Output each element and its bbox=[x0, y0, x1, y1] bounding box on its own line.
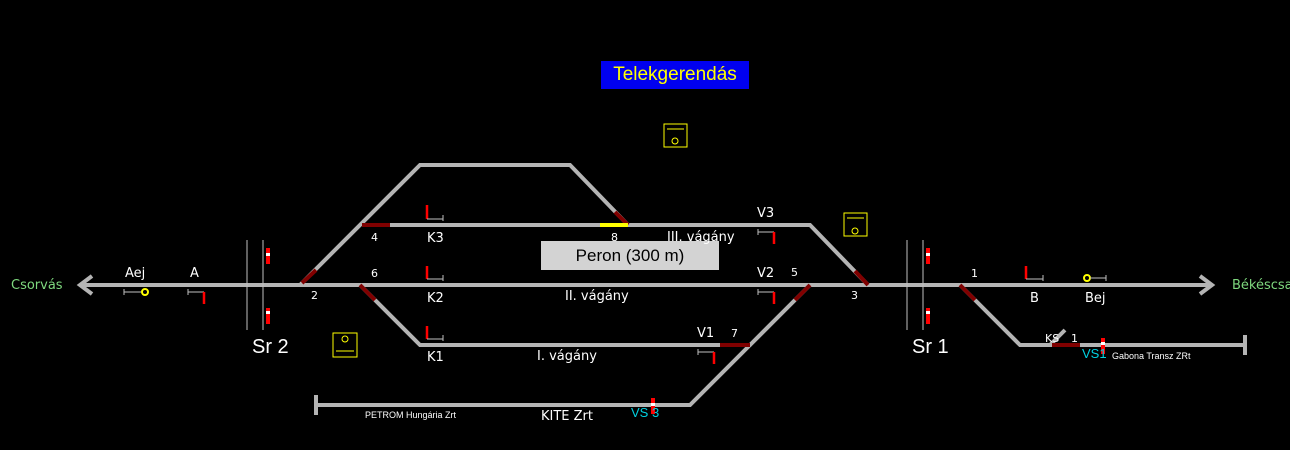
level-crossing-icon[interactable] bbox=[332, 332, 358, 358]
signal-b-icon[interactable] bbox=[1024, 266, 1044, 281]
switch-5[interactable] bbox=[793, 283, 812, 302]
signal-v3-icon[interactable] bbox=[757, 229, 776, 244]
label-track-1: I. vágány bbox=[537, 349, 597, 364]
switch-2[interactable] bbox=[300, 268, 318, 285]
signal-bej-icon[interactable] bbox=[1083, 274, 1107, 282]
track-1[interactable] bbox=[358, 283, 812, 347]
destination-right: Békéscsaba bbox=[1232, 278, 1290, 293]
track-3[interactable] bbox=[362, 223, 870, 287]
label-switch-3: 3 bbox=[851, 289, 858, 302]
signal-vs1-icon[interactable] bbox=[1101, 338, 1105, 354]
label-gabona: Gabona Transz ZRt bbox=[1112, 351, 1191, 361]
label-track-2: II. vágány bbox=[565, 289, 629, 304]
label-switch-1: 1 bbox=[971, 267, 978, 280]
derailer bbox=[1048, 328, 1067, 347]
destination-left: Csorvás bbox=[11, 278, 63, 293]
switch-1[interactable] bbox=[958, 283, 977, 302]
signal-k1-icon[interactable] bbox=[425, 326, 444, 341]
switch-6[interactable] bbox=[358, 283, 377, 302]
label-ks: KS bbox=[1045, 332, 1059, 345]
label-vs1: VS1 bbox=[1082, 346, 1107, 361]
arrow-left-icon bbox=[76, 274, 94, 296]
label-track-3: III. vágány bbox=[667, 230, 735, 245]
signal-v1-icon[interactable] bbox=[697, 349, 716, 364]
label-switch-6: 6 bbox=[371, 267, 378, 280]
label-bej: Bej bbox=[1085, 291, 1106, 306]
label-switch-2: 2 bbox=[311, 289, 318, 302]
signal-k3-icon[interactable] bbox=[425, 205, 444, 221]
siding-kite[interactable] bbox=[316, 343, 752, 407]
level-crossing-icon[interactable] bbox=[663, 123, 688, 148]
label-petrom: PETROM Hungária Zrt bbox=[365, 410, 457, 420]
label-k1: K1 bbox=[427, 350, 444, 365]
label-aej: Aej bbox=[125, 266, 145, 281]
label-a: A bbox=[190, 266, 199, 281]
signal-k2-icon[interactable] bbox=[425, 266, 444, 281]
label-vs3: VS 3 bbox=[631, 405, 659, 420]
label-kite: KITE Zrt bbox=[541, 409, 593, 424]
label-v2: V2 bbox=[757, 266, 774, 281]
label-switch-ks1: 1 bbox=[1071, 332, 1078, 345]
signal-aej-icon[interactable] bbox=[123, 288, 149, 296]
label-switch-8: 8 bbox=[611, 231, 618, 244]
signal-a-icon[interactable] bbox=[187, 289, 206, 304]
label-switch-5: 5 bbox=[791, 266, 798, 279]
switch-3[interactable] bbox=[853, 269, 870, 287]
label-k2: K2 bbox=[427, 291, 444, 306]
arrow-right-icon bbox=[1198, 274, 1216, 296]
label-sr2: Sr 2 bbox=[252, 336, 289, 358]
label-v3: V3 bbox=[757, 206, 774, 221]
label-switch-4: 4 bbox=[371, 231, 378, 244]
station-title: Telekgerendás bbox=[601, 61, 749, 89]
signal-v2-icon[interactable] bbox=[757, 289, 776, 304]
label-sr1: Sr 1 bbox=[912, 336, 949, 358]
siding-gabona[interactable] bbox=[958, 283, 1245, 347]
platform-label: Peron (300 m) bbox=[541, 241, 719, 270]
level-crossing-icon[interactable] bbox=[843, 212, 868, 237]
sr1-boundary bbox=[906, 240, 930, 330]
label-k3: K3 bbox=[427, 231, 444, 246]
bypass-track[interactable] bbox=[298, 163, 630, 287]
label-switch-7: 7 bbox=[731, 327, 738, 340]
label-b: B bbox=[1030, 291, 1039, 306]
label-v1: V1 bbox=[697, 326, 714, 341]
switch-8[interactable] bbox=[613, 210, 630, 227]
signal-vs3-icon[interactable] bbox=[651, 398, 655, 414]
sr2-boundary bbox=[246, 240, 270, 330]
